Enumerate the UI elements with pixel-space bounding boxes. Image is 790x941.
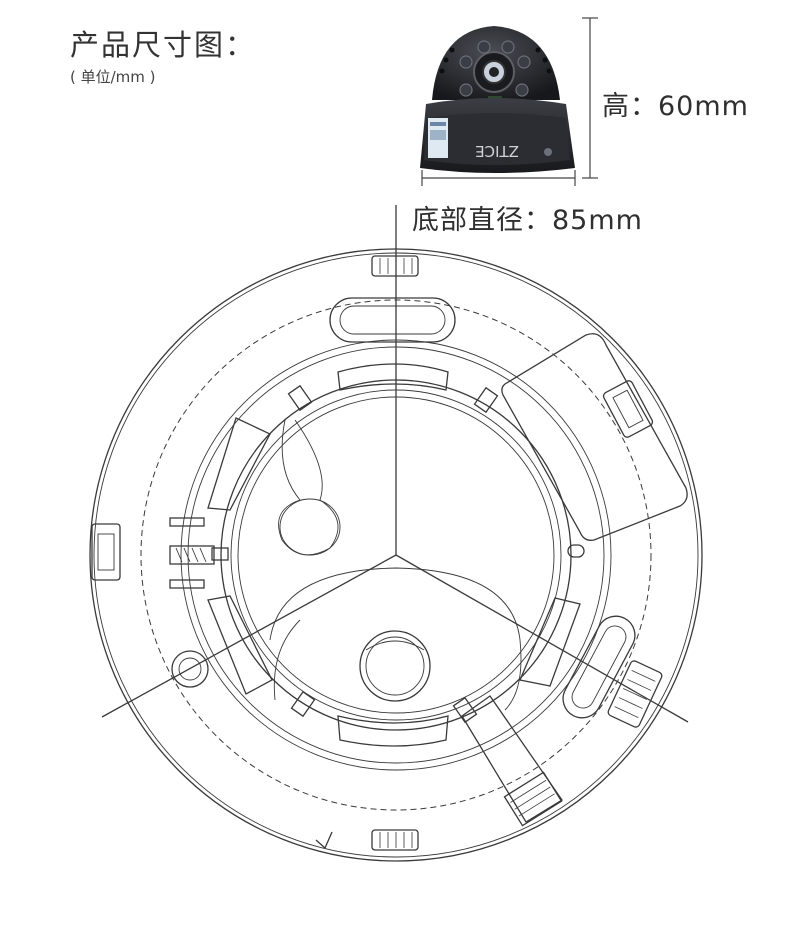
- page-title: 产品尺寸图：: [70, 28, 257, 62]
- height-dimension-label: 高：60mm: [602, 91, 749, 122]
- base-diameter-label: 底部直径：85mm: [412, 205, 643, 236]
- camera-brand-text: ZTICE: [475, 142, 519, 160]
- unit-note: ( 单位/mm ): [70, 68, 156, 86]
